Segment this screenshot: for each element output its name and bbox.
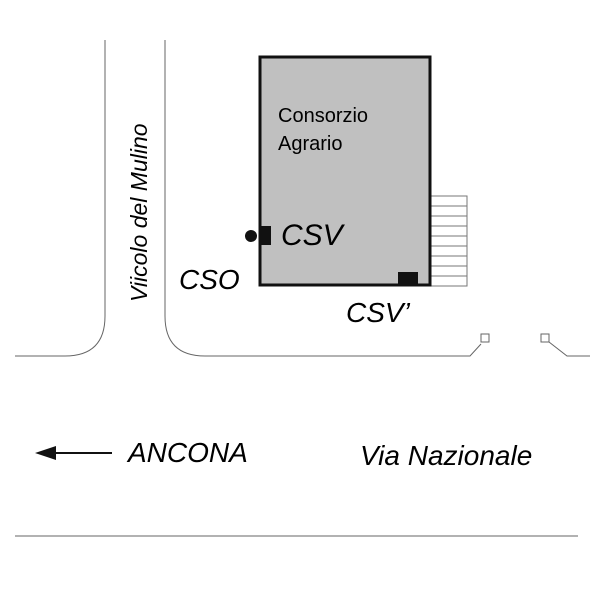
direction-label: ANCONA [126,437,248,468]
stairs [429,195,468,287]
side-street-left-edge [15,40,106,357]
cso-label: CSO [179,264,240,295]
main-street-edge [548,341,590,357]
bollard [480,333,490,343]
arrow-left-icon [35,446,112,460]
side-street-right-edge [164,40,482,357]
bollard [540,333,550,343]
building-name-2: Agrario [278,133,342,155]
side-street-label: Viicolo del Mulino [126,123,152,302]
building-name-1: Consorzio [278,105,368,127]
building-consorzio-agrario [258,55,432,287]
csv-prime-label: CSV’ [346,297,411,328]
csv-prime-marker [398,272,418,284]
csv-label: CSV [281,219,346,252]
main-street-label: Via Nazionale [360,440,532,471]
cso-marker [245,230,257,242]
csv-marker [261,226,271,245]
